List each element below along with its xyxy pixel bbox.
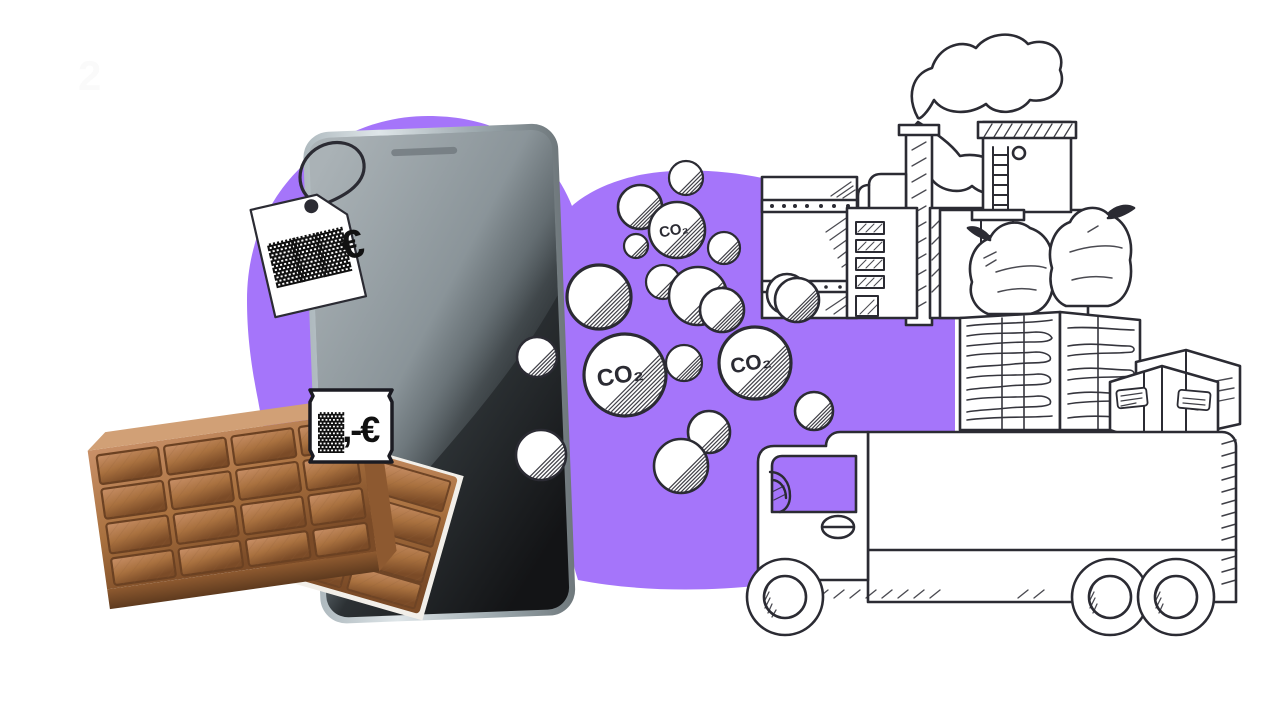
silo-porthole: [1011, 145, 1027, 161]
bubble-hatching: [583, 281, 631, 329]
watermark: 2: [78, 52, 101, 99]
bubble-hatching: [529, 443, 566, 480]
factory-center-building: [845, 206, 919, 320]
bubble-hatching: [664, 217, 705, 258]
bubble-hatching: [605, 355, 666, 416]
truck-door-handle: [820, 514, 856, 540]
co2-bubble-label: CO₂: [658, 220, 690, 242]
truck-wheel-front: [745, 557, 825, 637]
bubble-hatching: [528, 348, 557, 377]
co2-bubble: [565, 263, 633, 331]
co2-bubble: [793, 390, 835, 432]
co2-bubble: [667, 159, 705, 197]
bubble-hatching: [717, 241, 740, 264]
bubble-hatching: [737, 345, 791, 399]
price-sticker-text: ▓,-€: [318, 409, 380, 453]
co2-bubble: [514, 428, 568, 482]
truck-window: [770, 454, 858, 514]
co2-bubble-labeled: CO₂: [647, 200, 707, 260]
truck-wheel-rear-1: [1070, 557, 1150, 637]
co2-bubble: [652, 437, 710, 495]
price-sticker[interactable]: [308, 388, 394, 464]
bubble-hatching: [678, 170, 703, 195]
bubble-hatching: [676, 355, 703, 382]
price-tag-string: [298, 141, 366, 207]
co2-bubble: [622, 232, 650, 260]
phone-speaker-grille: [391, 146, 458, 157]
price-tag[interactable]: [249, 189, 368, 319]
silo-platform: [970, 208, 1026, 222]
chocolate-bar-main[interactable]: [85, 394, 399, 610]
co2-bubble-labeled: CO₂: [582, 332, 668, 418]
co2-bubble: [686, 409, 732, 455]
co2-bubble-labeled: CO₂: [717, 325, 793, 401]
delivery-truck[interactable]: [745, 430, 1238, 637]
cargo-box-front: [1108, 364, 1220, 450]
co2-bubble: [664, 343, 704, 383]
bubble-hatching: [699, 422, 730, 453]
bubble-hatching: [668, 453, 708, 493]
co2-bubble: [698, 286, 746, 334]
bubble-hatching: [805, 402, 833, 430]
bubble-hatching: [712, 300, 744, 332]
truck-wheel-rear-2: [1136, 557, 1216, 637]
silo-ladder: [992, 146, 1009, 211]
co2-bubble: [515, 335, 559, 379]
bubble-hatching: [631, 241, 649, 259]
cargo-sack-right: [1048, 204, 1136, 308]
bubble-hatching: [787, 290, 819, 322]
cargo-pallet-left: [958, 310, 1062, 432]
co2-bubble: [706, 230, 742, 266]
co2-bubble: [773, 276, 821, 324]
